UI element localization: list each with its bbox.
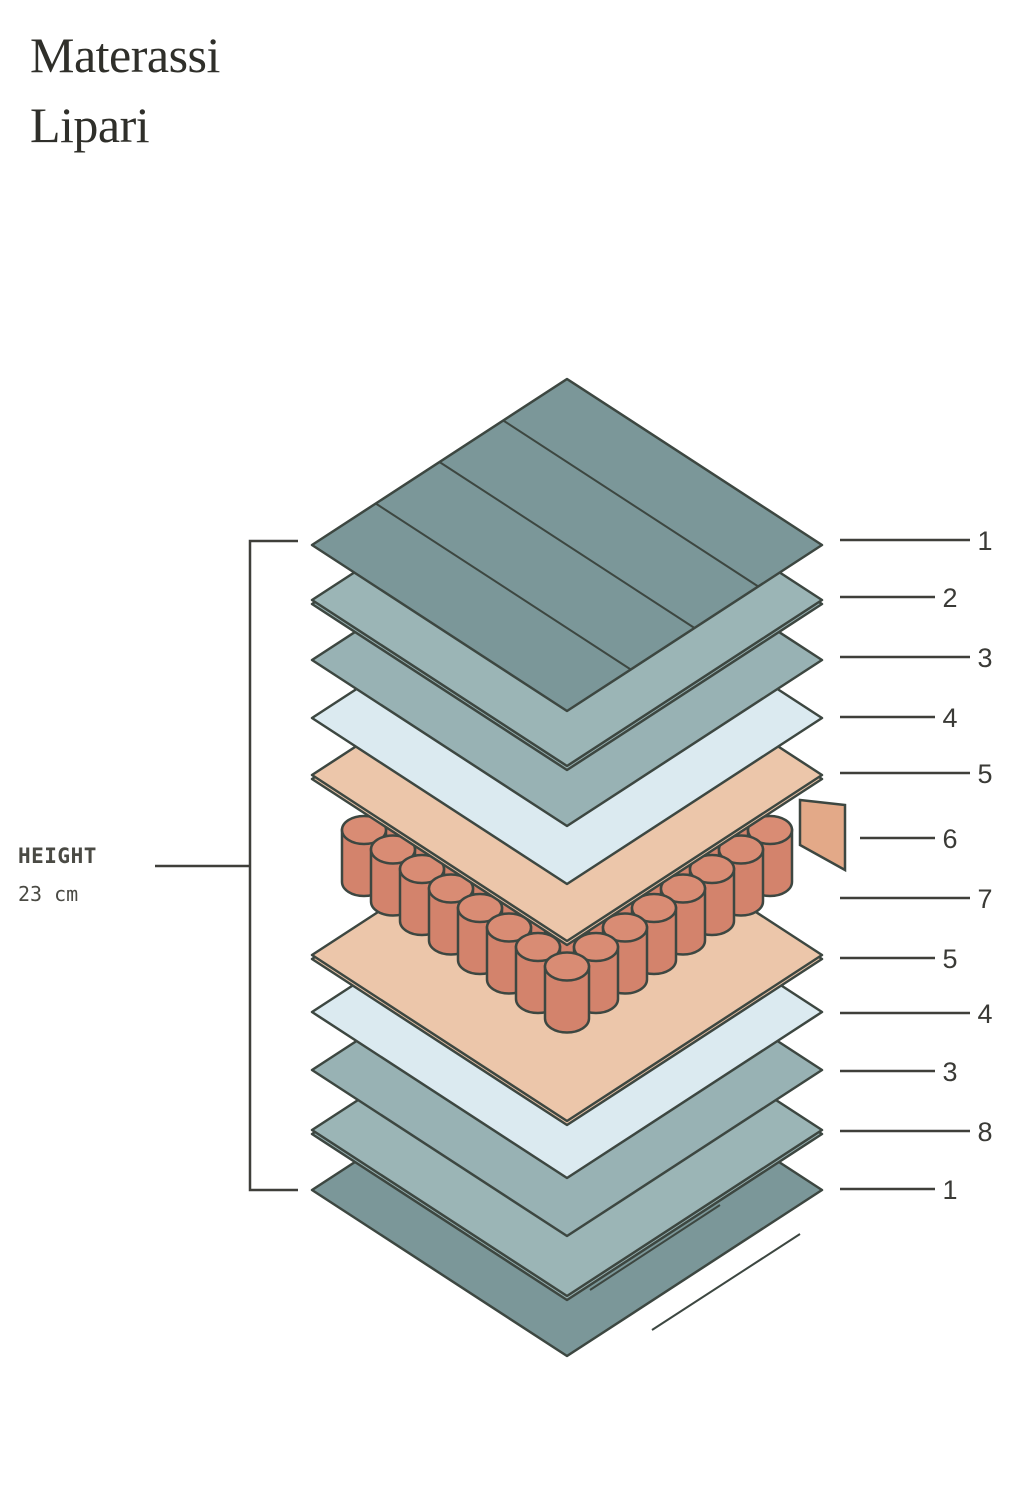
callout-label-3: 3 <box>977 643 992 673</box>
pocket-spring-top <box>369 834 417 865</box>
height-bracket <box>248 539 298 1192</box>
cover-quilt-seam <box>375 502 632 671</box>
pocket-spring-top <box>427 873 475 904</box>
callout-label-6: 6 <box>942 824 957 854</box>
callout-label-5: 5 <box>942 944 957 974</box>
cover-quilt-seam <box>502 419 759 588</box>
cover-quilt-seam <box>438 461 696 629</box>
pocket-spring-top <box>717 834 765 865</box>
pocket-spring-top <box>485 912 533 943</box>
pocket-spring <box>543 965 591 1034</box>
title-line-1: Materassi <box>30 27 220 83</box>
pocket-spring-top <box>572 931 620 963</box>
pocket-spring-top <box>630 892 678 924</box>
callout-label-7: 7 <box>977 884 992 914</box>
pocket-spring-top <box>514 931 562 963</box>
pocket-spring-top <box>456 892 504 924</box>
title-line-2: Lipari <box>30 97 150 153</box>
callout-label-5: 5 <box>977 759 992 789</box>
callout-label-4: 4 <box>977 999 992 1029</box>
callout-label-8: 8 <box>977 1117 992 1147</box>
callout-label-1: 1 <box>977 526 992 556</box>
pocket-spring-top <box>746 814 794 846</box>
callout-label-3: 3 <box>942 1057 957 1087</box>
pocket-spring-top <box>659 873 707 904</box>
pocket-spring-top <box>601 912 649 943</box>
cover-quilt-seam <box>589 1204 801 1331</box>
pocket-spring-top <box>398 853 446 885</box>
height-value: 23 cm <box>18 882 79 906</box>
pocket-spring-top <box>688 853 736 885</box>
pocket-spring-top <box>543 951 591 982</box>
side-panel-6 <box>798 798 847 873</box>
callout-label-4: 4 <box>942 703 957 733</box>
callout-label-2: 2 <box>942 583 957 613</box>
height-label: HEIGHT <box>18 844 97 868</box>
callout-label-1: 1 <box>942 1175 957 1205</box>
pocket-spring-top <box>340 814 388 846</box>
